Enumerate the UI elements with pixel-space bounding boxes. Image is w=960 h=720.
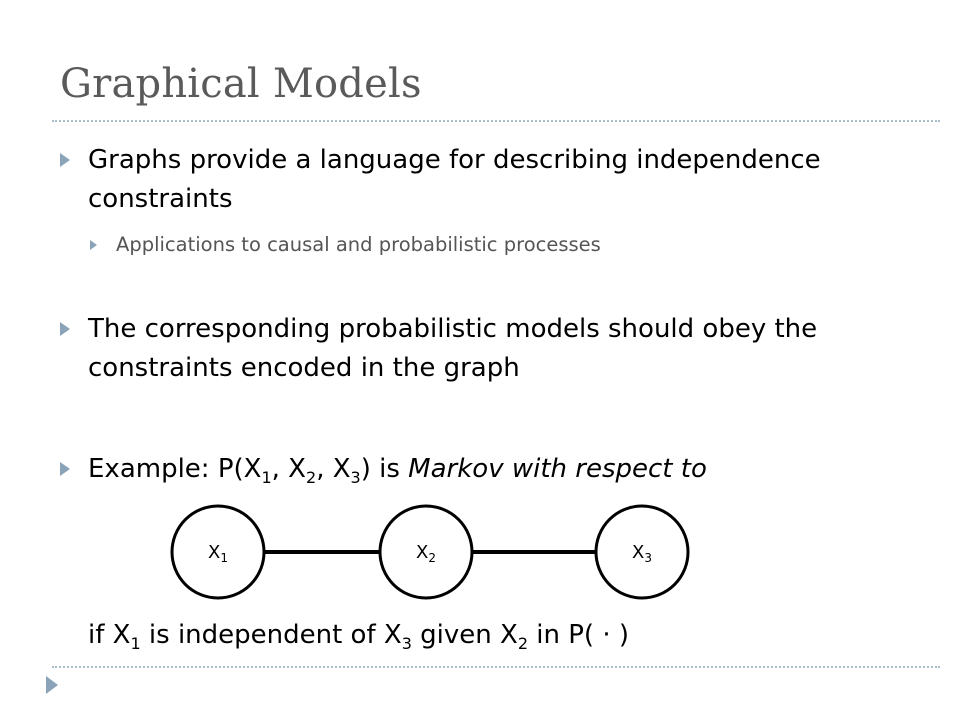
subscript: 2 [517,634,529,653]
conclusion-part: if X [88,620,131,650]
subscript: 3 [350,468,361,487]
conclusion-part: in P( · ) [528,620,630,650]
subscript: 1 [261,468,272,487]
graph-node-2 [378,504,474,600]
bullet-2-line-1: The corresponding probabilistic models s… [88,314,818,344]
slide-title: Graphical Models [60,61,422,107]
subscript: 3 [401,634,412,653]
bullet-2-line-2: constraints encoded in the graph [88,353,520,383]
conclusion-text: if X1 is independent of X3 given X2 in P… [88,616,629,654]
bullet-arrow-icon [60,153,70,167]
example-text: , X [271,454,306,484]
bullet-3-example: Example: P(X1, X2, X3) is Markov with re… [88,450,707,488]
footer-arrow-icon [46,676,58,694]
markov-chain-graph: X1 X2 X3 [170,504,690,600]
bullet-arrow-icon [60,462,70,476]
bullet-1-line-1: Graphs provide a language for describing… [88,145,821,175]
graph-node-3-label: X3 [632,542,652,565]
example-text: ) is [360,454,409,484]
footer-divider [52,666,940,668]
subscript: 1 [130,634,141,653]
conclusion-part: given X [411,620,518,650]
sub-bullet-1: Applications to causal and probabilistic… [116,233,601,256]
markov-emphasis: Markov with respect to [408,454,707,484]
graph-node-3 [594,504,690,600]
graph-node-1-label: X1 [208,542,228,565]
sub-bullet-arrow-icon [90,240,97,250]
conclusion-part: is independent of X [140,620,402,650]
bullet-arrow-icon [60,322,70,336]
bullet-1-line-2: constraints [88,184,233,214]
subscript: 2 [306,468,317,487]
title-divider [52,120,940,122]
graph-node-1 [170,504,266,600]
example-text: Example: P(X [88,454,262,484]
example-text: , X [316,454,351,484]
graph-node-2-label: X2 [416,542,436,565]
